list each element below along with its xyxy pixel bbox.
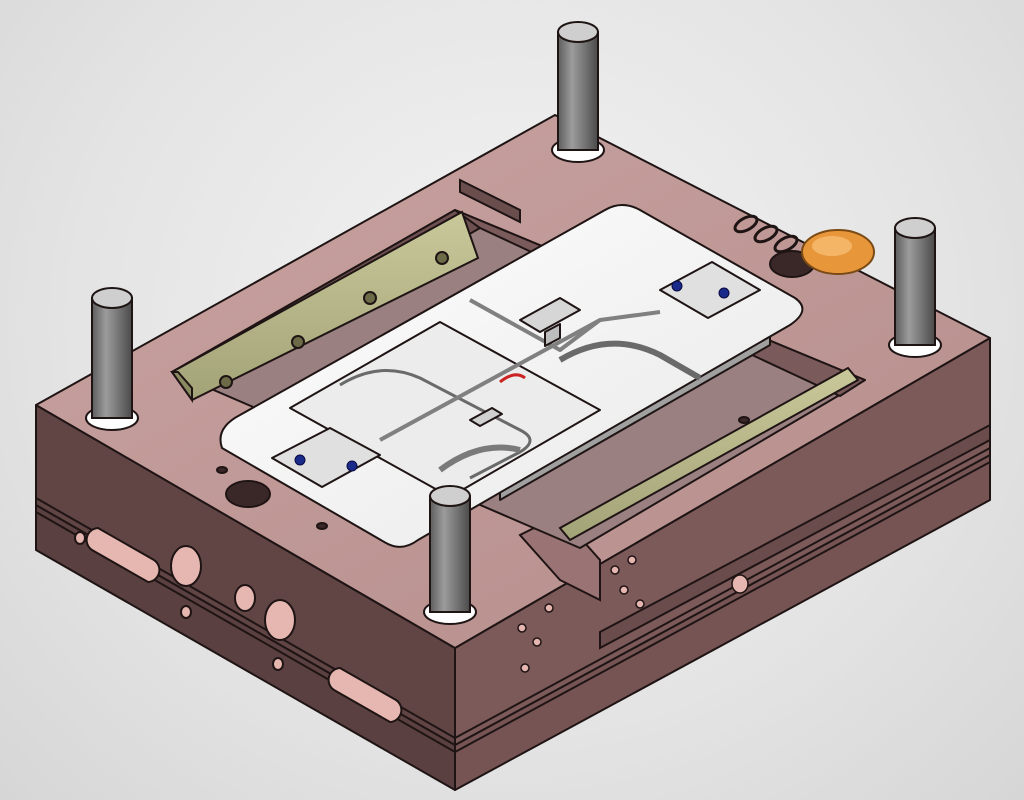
ejector-pin-icon — [294, 454, 306, 466]
ejector-pin-icon — [671, 280, 683, 292]
left-face-holes — [74, 526, 403, 724]
cooling-slots — [733, 214, 799, 254]
left-guide-rail — [170, 210, 480, 404]
mounting-hole-icon — [180, 605, 192, 619]
mounting-hole-icon — [610, 565, 620, 575]
mounting-hole-icon — [619, 585, 629, 595]
mounting-hole-icon — [544, 603, 554, 613]
runner — [469, 298, 602, 352]
mounting-hole-icon — [517, 623, 527, 633]
right-guide-rail — [558, 366, 860, 542]
rail-bolt-hole-icon — [435, 251, 449, 265]
mounting-hole-icon — [635, 599, 645, 609]
rail-bolt-hole-icon — [219, 375, 233, 389]
guide-pin-back — [551, 21, 605, 163]
mounting-hole-icon — [532, 637, 542, 647]
core-block — [544, 323, 561, 347]
mounting-hole-icon — [225, 480, 271, 508]
core-block — [519, 297, 581, 333]
mounting-hole-icon — [272, 657, 284, 671]
cavity-channel — [289, 321, 601, 498]
rail-bolt-hole-icon — [363, 291, 377, 305]
guide-pin-left — [85, 287, 139, 431]
mounting-hole-icon — [216, 466, 228, 474]
ejector-pin-icon — [718, 287, 730, 299]
cavity-pocket-left — [271, 427, 381, 488]
cavity-pocket-right — [659, 261, 761, 319]
mounting-hole-icon — [327, 666, 403, 724]
cavity-channel — [339, 368, 532, 480]
mounting-hole-icon — [264, 599, 296, 641]
guide-pin-front — [423, 485, 477, 625]
mounting-hole-icon — [731, 574, 749, 594]
cavity-channel — [438, 444, 521, 473]
right-face-holes — [517, 555, 749, 673]
cavity-channel — [558, 340, 702, 381]
mounting-hole-icon — [738, 416, 750, 424]
mounting-hole-icon — [316, 522, 328, 530]
plate-notch — [459, 178, 521, 224]
gate-accent — [499, 373, 526, 384]
mounting-hole-icon — [627, 555, 637, 565]
mounting-hole-icon — [170, 545, 202, 587]
core-block — [469, 407, 503, 427]
ejector-pin-icon — [346, 460, 358, 472]
rail-bolt-hole-icon — [291, 335, 305, 349]
mounting-hole-icon — [74, 531, 86, 545]
guide-pin-right — [888, 217, 942, 358]
guide-pins — [85, 21, 942, 625]
mounting-hole-icon — [85, 526, 161, 584]
sprue-bushing — [801, 229, 875, 275]
runner — [379, 310, 661, 442]
cavity-insert — [219, 204, 804, 548]
mounting-hole-icon — [234, 584, 256, 612]
ejector-pins — [294, 280, 730, 472]
mounting-hole-icon — [520, 663, 530, 673]
